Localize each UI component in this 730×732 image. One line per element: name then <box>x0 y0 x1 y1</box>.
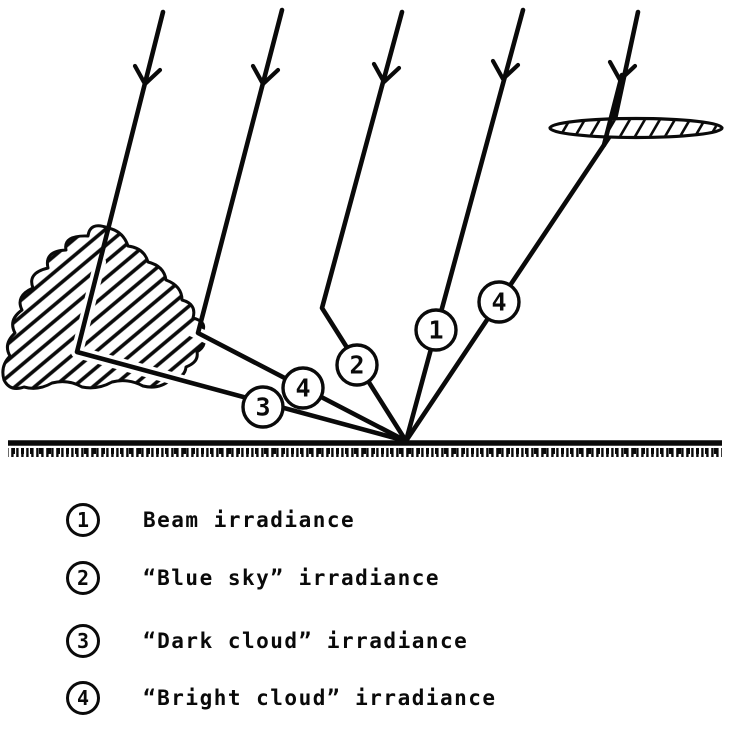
marker-beam: 1 <box>414 308 458 352</box>
legend-item-label: Beam irradiance <box>143 508 356 532</box>
legend-item-dark-cloud: 3 “Dark cloud” irradiance <box>66 624 468 658</box>
marker-label: 4 <box>295 374 310 403</box>
ray-markers: 1 2 3 4 4 <box>241 280 521 429</box>
legend-item-label: “Dark cloud” irradiance <box>143 629 469 653</box>
marker-bright-cloud-left: 4 <box>281 366 325 410</box>
ray-blue-sky <box>319 9 409 444</box>
marker-dark-cloud: 3 <box>241 385 285 429</box>
legend-item-blue-sky: 2 “Blue sky” irradiance <box>66 561 440 595</box>
arrowhead-icon <box>132 63 163 87</box>
legend-item-bright-cloud: 4 “Bright cloud” irradiance <box>66 681 497 715</box>
legend-item-label: “Blue sky” irradiance <box>143 566 441 590</box>
ground <box>8 440 722 458</box>
arrowhead-icon <box>250 63 281 87</box>
ray-beam <box>403 7 526 444</box>
ray-dark-cloud <box>74 9 409 444</box>
ray-bright-cloud-left <box>195 7 409 444</box>
marker-label: 4 <box>491 288 506 317</box>
marker-label: 1 <box>428 316 443 345</box>
marker-blue-sky: 2 <box>335 343 379 387</box>
marker-label: 2 <box>349 351 364 380</box>
legend-number-badge: 3 <box>66 624 100 658</box>
bright-cloud-shape <box>548 72 724 148</box>
arrowhead-icon <box>371 61 402 85</box>
marker-label: 3 <box>255 393 270 422</box>
legend-item-beam: 1 Beam irradiance <box>66 503 355 537</box>
legend-number-badge: 4 <box>66 681 100 715</box>
ray-bright-cloud-right <box>403 9 641 444</box>
dark-cloud-shape <box>1 224 206 390</box>
marker-bright-cloud-right: 4 <box>477 280 521 324</box>
legend-number-badge: 1 <box>66 503 100 537</box>
legend-number-badge: 2 <box>66 561 100 595</box>
legend-item-label: “Bright cloud” irradiance <box>143 686 497 710</box>
arrowhead-icon <box>490 58 521 82</box>
